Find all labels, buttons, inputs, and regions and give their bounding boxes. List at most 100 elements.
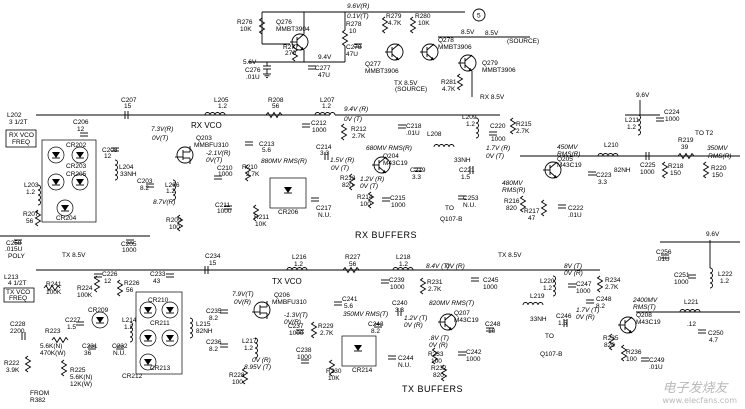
c248-label: C248 [485,321,501,328]
v7-3r-label: 7.3V(R) [151,126,173,133]
l222-value: 1.2 [720,278,729,285]
c206-label: C206 [73,119,89,126]
cr210-label: CR210 [148,297,169,304]
l205-value: 1.2 [218,103,227,110]
l217-value: 1.2 [244,345,253,352]
l207-label: L207 [320,97,335,104]
c249-value: .01U [649,364,663,371]
r209-value: 100 [169,224,180,231]
c217-label: C217 [316,205,332,212]
c276-label: C276 [245,67,261,74]
c253-value: N.U. [463,202,476,209]
rx-vco-freq-label2: FREQ [12,139,30,146]
r211-value: 10K [255,221,267,228]
r236-label: R236 [626,349,642,356]
l203-label: L203 [24,182,39,189]
q278-part: MMBT3906 [438,44,472,51]
rms480-label: 480MV [502,180,523,187]
v2-1r-label: -2.1V(R) [206,150,231,157]
c239-label: C239 [389,277,405,284]
r210-value: 2.7K [246,171,260,178]
v1-7r-label: 1.7V (R) [486,145,510,152]
rms2400-label: 2400MV [632,297,658,304]
c244-label: C244 [398,355,414,362]
rx-vco-freq-box [5,129,37,148]
c211-label: C211 [215,202,230,209]
r241-label: R241 [46,281,62,288]
rail-0-1v-label: 0.1V(T) [347,13,369,20]
r235-value: 820 [604,342,615,349]
to-q107-label: TO [445,205,454,212]
c245-value: 1000 [483,284,498,291]
c241-label: C241 [342,296,358,303]
r214-label: R214 [357,194,373,201]
q208-part: M43C19 [636,319,661,326]
v85-source-label: 8.5V [485,30,499,37]
tx-to-q107-label: TO [545,333,554,340]
cr206-box [269,177,307,209]
tx-vco-title: TX VCO [272,277,302,286]
watermark: 电子发烧友 www.elecfans.com [663,377,738,405]
rms480-label2: RMS(R) [502,187,525,194]
cr212-label: CR212 [122,373,143,380]
r208-label: R208 [268,97,284,104]
v7-9t-label: 7.9V(T) [232,291,254,298]
r212-label: R212 [351,126,367,133]
r218-value: 150 [670,170,681,177]
circle-5-label: 5 [477,13,481,20]
r215-label: R215 [516,121,532,128]
r209-label: R209 [166,217,182,224]
l219-label: L219 [530,293,545,300]
l204-value: 33NH [120,171,137,178]
v9-4r-label: 9.4V (R) [344,106,368,113]
c241-value: 5.6 [344,303,353,310]
l209-value: 1.2 [466,121,475,128]
r218-label: R218 [668,163,684,170]
q276-part: MMBT3904 [276,26,310,33]
v0t5-label: 0V (T) [360,183,378,190]
c228-value: 2200 [10,328,25,335]
tx-to-q107-target: Q107-B [540,351,562,358]
c219-label: C219 [410,167,426,174]
l218-value: 1.2 [399,261,408,268]
rx-buffers-title: RX BUFFERS [355,230,417,240]
v0t4-label: 0V (T) [331,165,349,172]
to-t2-label: TO T2 [695,130,714,137]
c234-label: C234 [205,253,221,260]
c258-label: C258 [6,240,22,247]
v85-label: 8.5V [461,29,475,36]
q277-label: Q277 [365,61,381,68]
r233-label: R233 [428,351,444,358]
c217-value: N.U. [318,212,331,219]
c203-value: 8.2 [140,185,149,192]
r235-label: R235 [603,335,619,342]
c214-label: C214 [316,144,332,151]
r276-label: R276 [237,19,253,26]
r211-label: R211 [254,214,269,221]
c246-label: C246 [556,313,572,320]
r230-label: R230 [326,368,342,375]
tx-section: TX 8.5V L213 4 1/2T TX VCO FREQ C234 15 … [3,231,740,404]
c249-label: C249 [649,357,665,364]
r219-label: R219 [678,137,694,144]
l207-value: 1.2 [322,103,331,110]
to-q107-target: Q107-B [440,216,462,223]
l203-value: 1.2 [26,189,35,196]
tx85-label: TX 8.5V [62,252,86,259]
cr211-label: CR211 [150,320,170,327]
c231-value: 36 [84,350,92,357]
r214-value: 100 [360,201,371,208]
l206-value: 1.2 [166,188,175,195]
c222-value: .01U [568,212,582,219]
l221-label: L221 [684,299,699,306]
r279-label: R279 [386,13,402,20]
l215-value: 82NH [196,328,213,335]
rx-vco-title: RX VCO [191,121,222,130]
cr209-label: CR209 [88,307,109,314]
rail-9-6v-label: 9.6V(R) [347,3,369,10]
r278-value: 10 [349,28,357,35]
r207-label: R207 [23,211,39,218]
r223-value: 5.6K(N) [40,343,62,350]
top-regulator: 9.6V(R) 0.1V(T) 5 R276 10K Q276 MMBT3904… [237,3,539,101]
r281-value: 4.7K [442,86,456,93]
